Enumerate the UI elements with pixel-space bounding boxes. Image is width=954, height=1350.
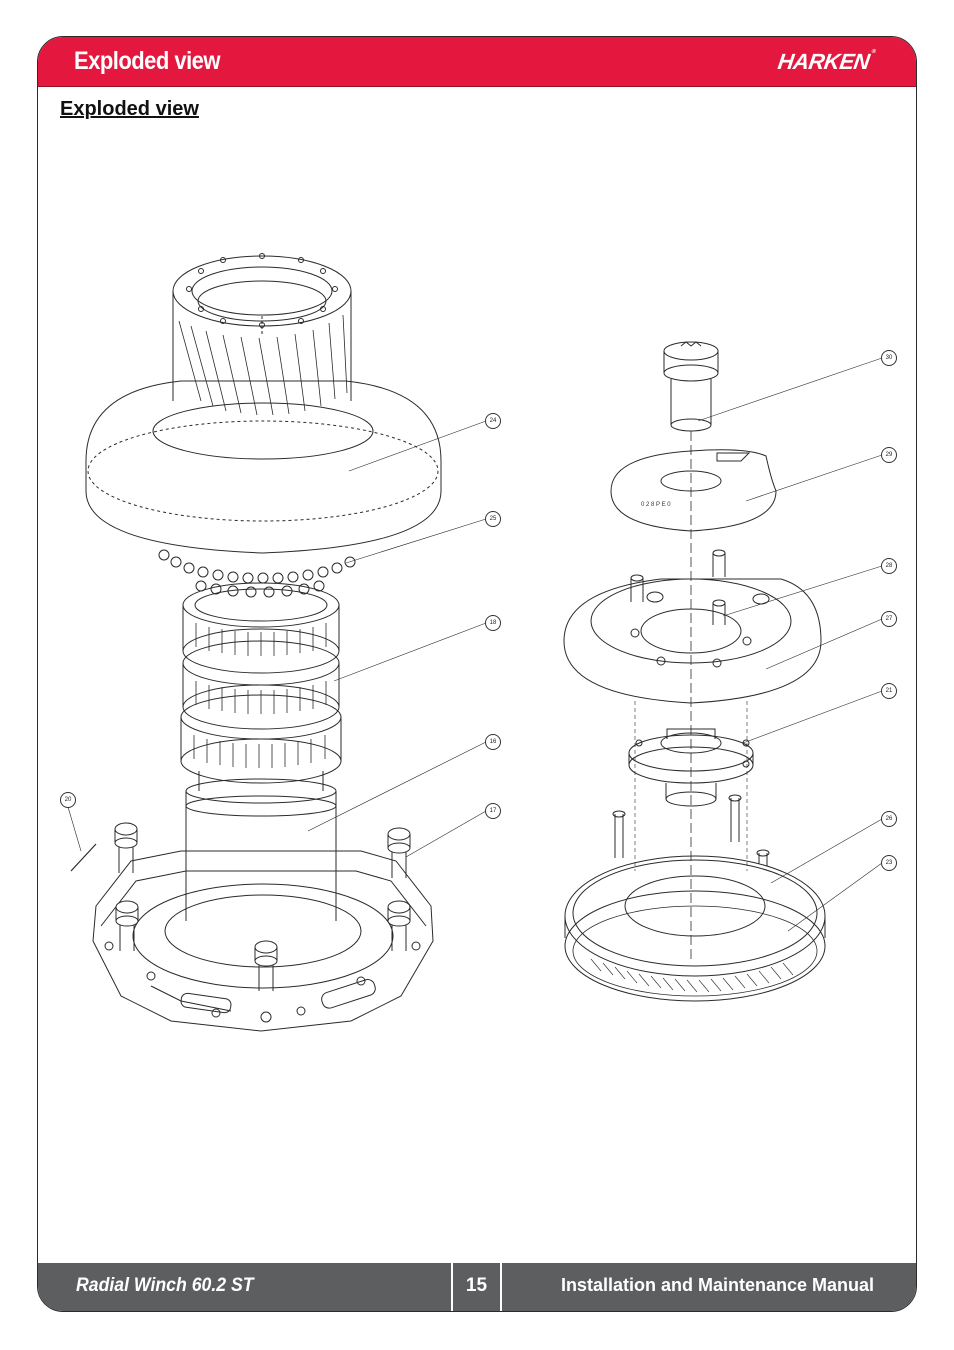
center-stem [185, 771, 337, 921]
base-bolts [114, 822, 411, 991]
callout-29: 29 [881, 447, 897, 463]
section-heading: Exploded view [60, 98, 199, 120]
footer-product-title: Radial Winch 60.2 ST [76, 1275, 254, 1296]
callout-24: 24 [485, 413, 501, 429]
callout-18-label: 18 [489, 620, 497, 626]
callout-17: 17 [485, 803, 501, 819]
callout-18: 18 [485, 615, 501, 631]
callout-28-label: 28 [885, 563, 893, 569]
ball-bearing-ring [158, 549, 356, 598]
pin-20 [70, 843, 97, 872]
roller-bearings [180, 582, 342, 784]
callout-16-label: 16 [489, 739, 497, 745]
spindle-adapter [663, 341, 719, 432]
page-frame: Exploded view HARKEN® Exploded view [37, 36, 917, 1312]
callout-30-label: 30 [885, 355, 893, 361]
callout-21-label: 21 [885, 688, 893, 694]
callout-24-label: 24 [489, 418, 497, 424]
callout-27: 27 [881, 611, 897, 627]
callout-23-label: 23 [885, 860, 893, 866]
callout-23: 23 [881, 855, 897, 871]
footer-manual-title: Installation and Maintenance Manual [560, 1275, 874, 1295]
callout-20-label: 20 [64, 797, 72, 803]
callout-26: 26 [881, 811, 897, 827]
footer-page-number: 15 [465, 1275, 488, 1296]
callout-29-label: 29 [885, 452, 893, 458]
stripper-plate: 0 2 8 P E 0 [610, 449, 777, 532]
callout-25: 25 [485, 511, 501, 527]
callout-25-label: 25 [489, 516, 497, 522]
callout-30: 30 [881, 350, 897, 366]
header-bar: Exploded view HARKEN® [38, 37, 916, 87]
footer-bar: Radial Winch 60.2 ST 15 Installation and… [38, 1263, 916, 1311]
footer-divider-right [500, 1263, 502, 1311]
callout-16: 16 [485, 734, 501, 750]
callout-28: 28 [881, 558, 897, 574]
header-title: Exploded view [74, 47, 220, 75]
footer-divider-left [451, 1263, 453, 1311]
svg-text:0 2 8 P E 0: 0 2 8 P E 0 [641, 502, 671, 508]
self-tailing-ring [564, 855, 826, 1002]
feeder-arm-base [563, 578, 822, 704]
exploded-view-drawing: 0 2 8 P E 0 [67, 253, 883, 1032]
callout-20: 20 [60, 792, 76, 808]
callout-leaders [67, 357, 883, 932]
callout-27-label: 27 [885, 616, 893, 622]
winch-drum [85, 253, 442, 554]
callout-17-label: 17 [489, 808, 497, 814]
callout-21: 21 [881, 683, 897, 699]
pins-28 [630, 549, 726, 625]
callout-26-label: 26 [885, 816, 893, 822]
